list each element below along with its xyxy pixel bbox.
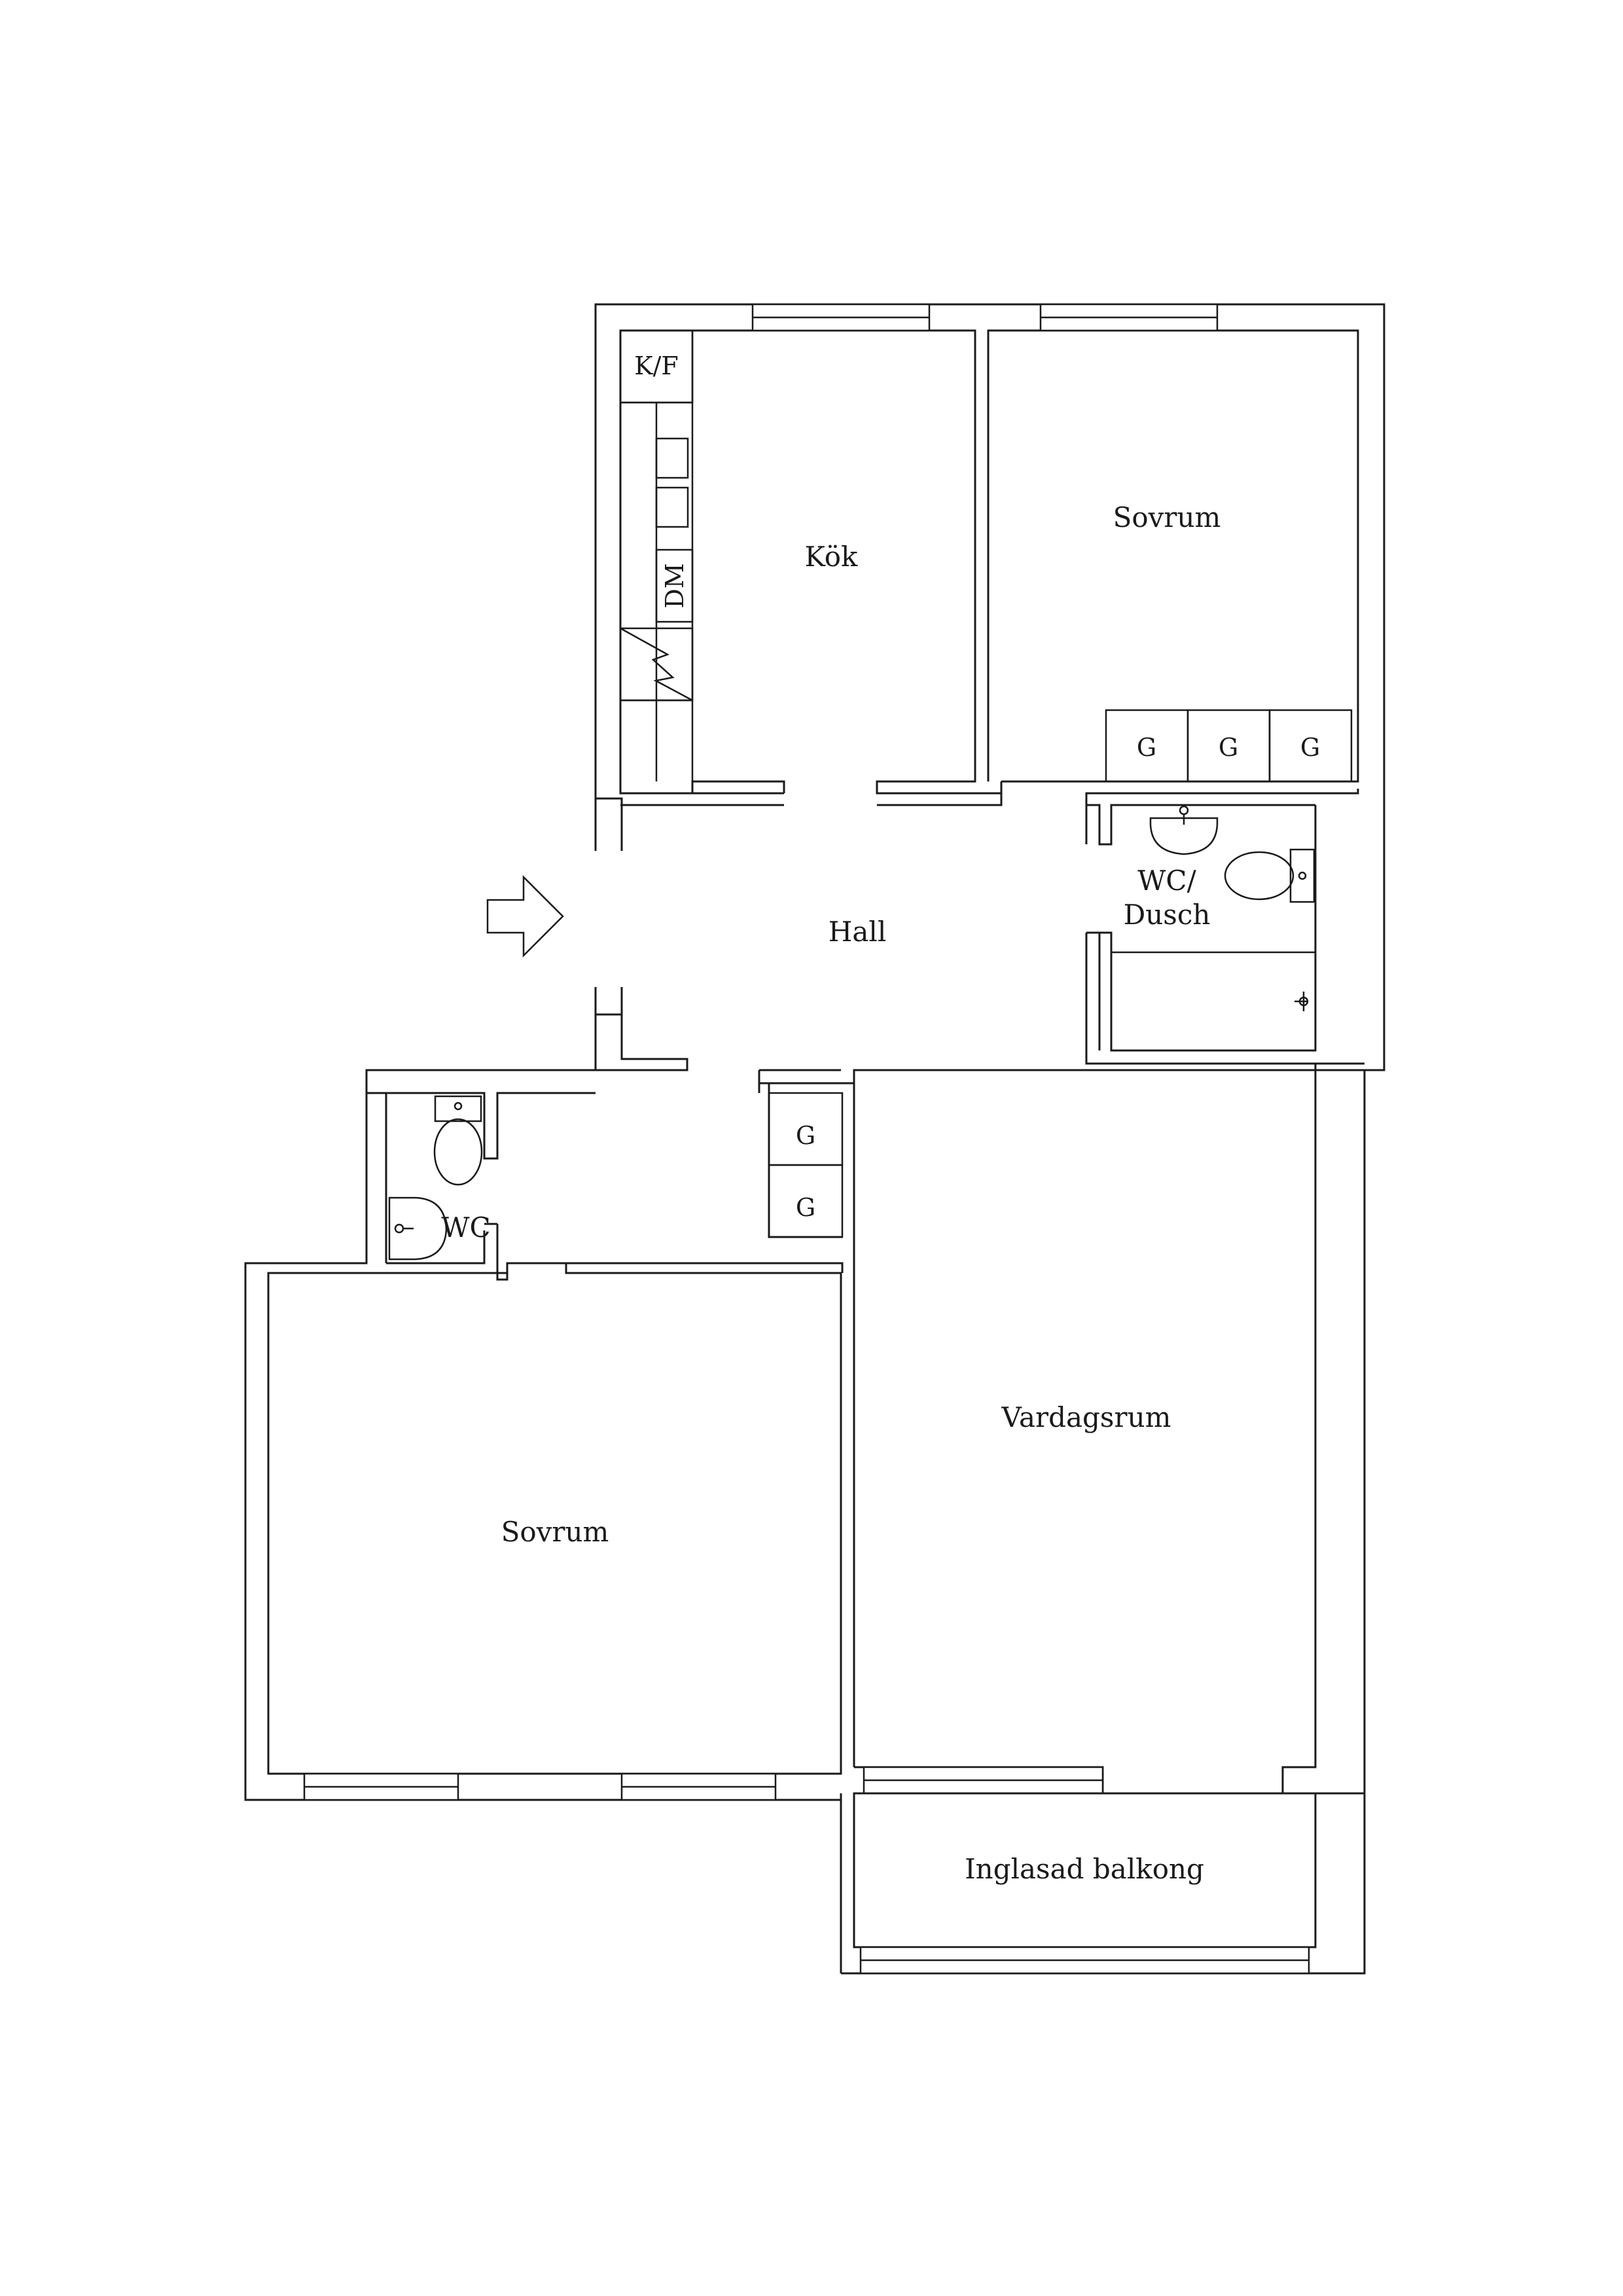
shower-icon [1294,992,1309,1011]
room-label-wc: WC [441,1211,490,1244]
wc-sink [388,1196,448,1261]
room-label-bathroom-line2: Dusch [1124,899,1211,931]
wardrobe-label: G [796,1121,815,1150]
dishwasher-label: DM [660,563,689,608]
wardrobe-label: G [1219,733,1238,762]
room-label-bedroom-2: Sovrum [501,1516,609,1548]
stove-icon [619,627,694,702]
bedroom-1-window [1039,303,1219,332]
fridge-freezer: K/F [619,329,694,404]
balcony-window [859,1946,1310,1975]
wc-toilet-icon [433,1095,483,1186]
wardrobe-label: G [796,1193,815,1222]
bedroom-2-windows [303,1772,777,1801]
room-label-hall: Hall [829,916,887,948]
bedroom-1-wardrobes: G G G [1105,709,1353,783]
living-room-window [863,1766,1104,1795]
room-label-kitchen: Kök [805,541,859,573]
bathroom-walls [1085,789,1364,1065]
hall-walls [596,1014,1364,1767]
bathroom-sink [1149,805,1219,855]
room-label-bathroom-line1: WC/ [1137,865,1196,897]
fridge-freezer-label: K/F [634,351,679,380]
room-label-balcony: Inglasad balkong [965,1853,1204,1885]
bedroom-2-walls [267,1263,842,1775]
bedroom-1-walls [987,329,1359,783]
sink [655,437,689,528]
wardrobe-label: G [1300,733,1320,762]
bathroom-toilet-icon [1224,848,1315,903]
hall-wardrobes: G G [758,1070,844,1238]
room-label-bedroom-1: Sovrum [1113,501,1221,533]
wardrobe-label: G [1137,733,1156,762]
wc-walls [365,1070,844,1281]
dishwasher: DM [655,548,694,623]
entrance-arrow-icon [486,874,564,958]
kitchen-window [751,303,931,332]
room-label-living-room: Vardagsrum [1001,1401,1171,1433]
